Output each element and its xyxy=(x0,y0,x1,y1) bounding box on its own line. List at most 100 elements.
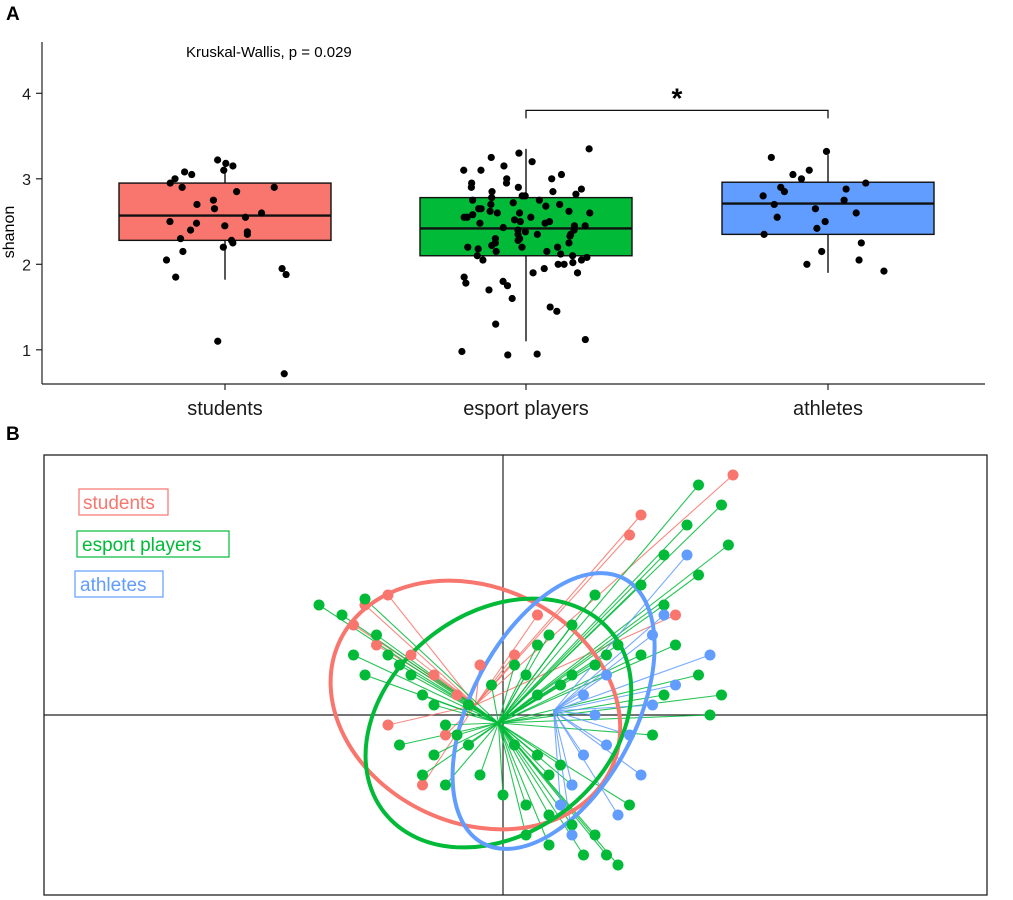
data-point xyxy=(278,264,286,273)
data-point xyxy=(227,236,236,244)
point-esport-players xyxy=(647,729,658,741)
spider-line-athletes xyxy=(553,710,642,776)
point-students xyxy=(727,469,739,481)
data-point xyxy=(840,196,848,204)
point-esport-players xyxy=(336,609,348,621)
spider-line-esport-players xyxy=(498,654,642,724)
spider-line-esport-players xyxy=(498,524,688,724)
point-esport-players xyxy=(532,749,543,761)
data-point xyxy=(233,188,241,196)
point-athletes xyxy=(704,649,716,661)
point-athletes xyxy=(647,699,658,711)
data-point xyxy=(179,247,187,256)
point-esport-players xyxy=(359,669,371,681)
point-esport-players xyxy=(555,679,566,691)
y-tick-label: 1 xyxy=(22,343,31,360)
point-esport-players xyxy=(440,719,451,731)
point-esport-players xyxy=(359,593,371,605)
data-point xyxy=(767,153,775,162)
point-students xyxy=(382,589,394,601)
point-students xyxy=(428,669,440,681)
point-esport-players xyxy=(428,699,440,711)
point-esport-players xyxy=(566,619,578,631)
spider-line-athletes xyxy=(553,614,665,712)
data-point xyxy=(805,166,813,174)
data-point xyxy=(514,183,522,191)
y-tick-label: 3 xyxy=(22,172,31,189)
point-esport-players xyxy=(670,639,681,651)
point-esport-players xyxy=(693,569,704,581)
point-athletes xyxy=(566,779,578,791)
data-point xyxy=(821,217,829,226)
data-point xyxy=(572,190,580,198)
data-point xyxy=(518,243,526,251)
point-esport-players xyxy=(405,669,417,681)
data-point xyxy=(541,219,549,227)
data-point xyxy=(479,256,487,264)
point-esport-players xyxy=(451,729,463,741)
spider-line-esport-players xyxy=(497,722,527,806)
point-esport-players xyxy=(509,739,520,751)
point-students xyxy=(405,649,417,661)
point-esport-players xyxy=(509,659,520,671)
data-point xyxy=(557,170,566,179)
data-point xyxy=(210,205,219,213)
point-students xyxy=(451,689,463,701)
point-esport-players xyxy=(716,499,727,511)
point-students xyxy=(670,609,681,621)
data-point xyxy=(527,213,535,221)
point-students xyxy=(509,649,520,661)
data-point xyxy=(487,200,495,209)
point-esport-players xyxy=(601,649,612,661)
data-point xyxy=(813,224,821,232)
spider-line-esport-players xyxy=(497,722,550,816)
spider-line-esport-players xyxy=(498,674,699,724)
point-students xyxy=(624,529,635,541)
point-esport-players xyxy=(543,629,555,641)
data-point xyxy=(585,145,593,153)
data-point xyxy=(567,230,575,238)
y-tick-label: 4 xyxy=(22,86,31,103)
data-point xyxy=(162,256,171,264)
bracket-line xyxy=(525,109,829,119)
data-point xyxy=(477,205,485,213)
spider-line-esport-players xyxy=(468,722,499,746)
spider-line-esport-players xyxy=(497,484,699,724)
point-esport-players xyxy=(486,679,497,691)
data-point xyxy=(822,147,831,156)
points xyxy=(162,145,888,378)
panel-b-label: B xyxy=(6,424,20,445)
data-point xyxy=(193,200,201,209)
sample-points xyxy=(313,469,739,871)
data-point xyxy=(535,196,543,204)
data-point xyxy=(553,243,562,251)
x-label-students: students xyxy=(187,398,263,420)
spider-line-esport-players xyxy=(479,722,499,776)
data-point xyxy=(492,320,500,328)
data-point xyxy=(499,223,507,232)
spider-line-athletes xyxy=(553,704,653,712)
spider-line-students xyxy=(364,604,476,706)
spider-line-athletes xyxy=(553,710,619,816)
data-point xyxy=(760,230,768,238)
data-point xyxy=(549,188,557,196)
point-athletes xyxy=(578,689,589,701)
box-esport-players xyxy=(419,196,633,257)
point-esport-players xyxy=(693,669,704,681)
data-point xyxy=(458,347,466,356)
data-point xyxy=(560,260,568,268)
data-point xyxy=(586,209,594,217)
point-athletes xyxy=(647,629,658,641)
ellipse-athletes xyxy=(450,571,657,851)
data-point xyxy=(469,211,477,219)
data-point xyxy=(222,159,230,168)
data-point xyxy=(542,202,550,210)
point-esport-players xyxy=(624,799,635,811)
data-point xyxy=(548,175,556,183)
data-point xyxy=(759,192,767,200)
data-point xyxy=(241,213,250,221)
data-point xyxy=(521,228,530,236)
panel-a-label: A xyxy=(6,4,20,25)
